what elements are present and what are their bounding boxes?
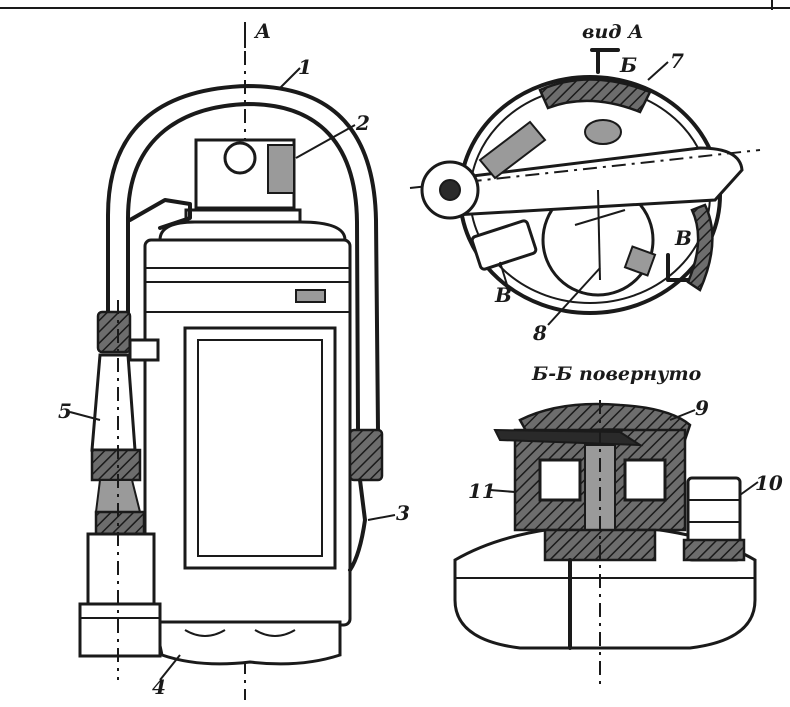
valve-collar [184,208,302,224]
curved-hose-inner [126,102,360,432]
view-a-cross-h [574,209,626,226]
cylinder-shoulder [158,220,347,242]
leader-10 [739,481,759,496]
view-a-handle-bar [437,146,744,217]
valve-knob [223,141,257,175]
section-cavity-left [538,458,582,502]
nozzle-tube [90,353,137,452]
callout-b-right: В [674,226,692,250]
leader-5 [69,411,101,421]
callout-3: 3 [396,501,410,525]
left-coupling [96,310,132,354]
right-pipe-down [348,478,367,572]
right-coupling [348,428,384,482]
callout-4: 4 [152,675,166,699]
callout-9: 9 [695,396,709,420]
leader-11 [489,489,516,493]
main-unit-drawing [69,22,396,700]
cylinder-label-inner [197,339,323,557]
section-right-cyl-base [682,538,746,562]
callout-1: 1 [298,55,312,79]
callout-5: 5 [58,399,72,423]
view-a-wheel-hub [439,179,461,201]
bottom-skirt [153,620,342,666]
section-bb-drawing [453,400,759,690]
leader-2 [295,124,356,159]
cylinder-label-window [183,326,337,570]
left-connector [128,338,160,362]
view-a-drawing [409,48,761,326]
callout-b-lower: В [494,283,512,307]
view-a-section-arrow-right [666,253,690,282]
view-a-top-rim [538,78,652,114]
section-lever [493,428,644,447]
callout-6-left: Б [619,53,637,77]
axis-label: А [253,19,271,43]
small-canister-base [78,602,162,658]
leader-1 [279,67,301,89]
callout-11: 11 [468,479,496,503]
callout-2: 2 [355,111,370,135]
view-a-right-fitting [623,245,657,277]
leader-7 [647,61,669,81]
leader-8-view [547,267,601,326]
section-cavity-right [623,458,667,502]
leader-4 [159,654,181,681]
callout-8-view: 8 [532,321,547,345]
view-a-section-arrow-left [590,48,620,74]
cylinder-fitting [295,289,326,303]
view-a-left-bracket [478,120,547,180]
view-a-top-knob [584,119,622,145]
callout-10: 10 [755,471,783,495]
curved-hose [106,84,380,432]
bottom-skirt-pleats [184,629,296,637]
frame-border [0,0,790,10]
view-a-title: вид А [582,21,644,43]
small-canister [86,532,156,606]
leader-b-lower [499,261,509,289]
view-a-lower-fitting [470,219,538,271]
leader-3 [367,514,396,521]
callout-7: 7 [670,49,684,73]
nozzle-collar [94,510,146,536]
section-title: Б-Б повернуто [531,363,702,385]
handle-bracket [128,198,192,230]
nozzle-nut [90,448,142,482]
valve-body [267,144,295,194]
leader-9 [669,409,696,421]
view-a-cross-v [597,189,601,281]
view-a-right-hatch [686,203,714,292]
